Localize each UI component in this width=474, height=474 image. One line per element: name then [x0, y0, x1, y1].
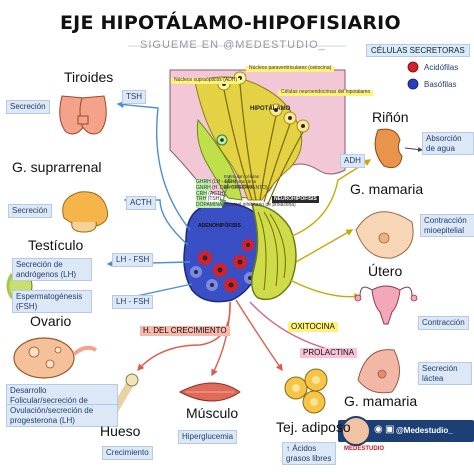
kidney-effect-arrow: [404, 147, 423, 153]
page-title: EJE HIPOTÁLAMO-HIPOFISIARIO: [60, 12, 401, 34]
mammary-2-name: G. mamaria: [344, 393, 418, 409]
mammary-1-effect: Contracción mioepitelial: [420, 214, 474, 238]
facebook-icon: ▣: [385, 424, 395, 435]
thyroid-effect: Secreción: [6, 100, 50, 114]
mammary-1-name: G. mamaria: [350, 181, 424, 197]
adrenal-illustration: [62, 191, 109, 233]
kidney-effect: Absorción de agua: [422, 132, 474, 156]
releasing-hormone-code: DOPAMINA: [196, 202, 223, 208]
ovary-effect-2: Ovulación/secreción de progesterona (LH): [6, 404, 118, 428]
avatar: [341, 416, 371, 446]
releasing-hormone-list: GHRH (LH - FSH) GNRH (H. DEL CRECIMIENTO…: [196, 179, 296, 209]
releasing-hormone-arrow: [220, 174, 231, 207]
uterus-name: Útero: [368, 263, 403, 279]
adrenal-effect: Secreción: [8, 204, 52, 218]
uterus-illustration: [354, 285, 418, 325]
adipose-illustration: [284, 368, 328, 414]
kidney-illustration: [374, 128, 403, 169]
posterior-hormone-arrows: [289, 159, 372, 301]
legend-basophil: Basófilas: [424, 80, 457, 89]
releasing-hormone-code: GNRH: [196, 184, 211, 191]
muscle-effect: Hiperglucemia: [178, 430, 238, 444]
footer-bar: [338, 420, 474, 442]
releasing-hormone-row: TRH (TSH): [196, 196, 296, 203]
mammary-2-effect: Secreción láctea: [418, 362, 472, 386]
tsh-label: TSH: [122, 90, 146, 104]
muscle-illustration: [178, 382, 241, 402]
oxytocin-label: OXITOCINA: [288, 322, 338, 332]
releasing-hormone-code: GHRH: [196, 179, 211, 185]
growth-hormone-arrows: [137, 299, 283, 377]
camera-icon: ◉: [374, 424, 383, 435]
thyroid-name: Tiroides: [64, 69, 114, 85]
neurohypophysis-label: NEUROHIPÓFISIS: [272, 196, 319, 203]
adipose-effect: ↑ Ácidos grasos libres: [282, 442, 336, 466]
mammary-2-illustration: [357, 349, 400, 394]
adrenal-name: G. suprarrenal: [12, 159, 102, 175]
mammary-1-illustration: [355, 211, 414, 259]
adenohypophysis-label: ADENOHIPÓFISIS: [198, 223, 241, 229]
bone-name: Hueso: [100, 423, 141, 439]
footer-handle[interactable]: @Medestudio_: [396, 426, 453, 435]
acidophil-legend-dot: [407, 61, 419, 73]
releasing-hormone-text: (Control inhibitorio de prolactina): [223, 202, 296, 208]
releasing-hormone-row: DOPAMINA (Control inhibitorio de prolact…: [196, 202, 296, 209]
prolactin-label: PROLACTINA: [300, 348, 358, 358]
growth-hormone-label: H. DEL CRECIMIENTO: [140, 326, 230, 336]
neuroendocrine-label: Células neuroendocrinas del hipotálamo: [278, 89, 374, 96]
acth-label: ACTH: [126, 196, 156, 210]
uterus-effect: Contracción: [418, 316, 469, 330]
adipose-name: Tej. adiposo: [276, 419, 351, 435]
avatar-caption: MEDESTUDIO: [344, 446, 385, 452]
releasing-hormone-text: (H. DEL CRECIMIENTO): [212, 184, 268, 191]
paraventricular-label: Núcleos paraventriculares (oxitocina): [246, 65, 335, 72]
page-subtitle: SIGUEME EN @MEDESTUDIO_: [140, 39, 326, 51]
muscle-name: Músculo: [186, 405, 239, 421]
ovary-name: Ovario: [30, 313, 72, 329]
neurohypophysis-shape: [250, 203, 297, 301]
testicle-name: Testículo: [28, 237, 84, 253]
thyroid-illustration: [59, 95, 107, 135]
releasing-hormone-row: CRH (ACTH): [196, 190, 296, 198]
adenohypophysis-shape: [183, 202, 264, 303]
kidney-name: Riñón: [372, 109, 409, 125]
releasing-hormone-text: (ACTH): [208, 190, 226, 197]
lh-fsh-label-2: LH - FSH: [112, 295, 154, 309]
stimulate-cells-note: Estimulan células secretoras de la adeno…: [224, 174, 260, 190]
releasing-hormone-text: (LH - FSH): [212, 179, 237, 185]
axon-tracts: [223, 83, 304, 205]
hypothalamus-label: HIPOTÁLAMO: [250, 106, 291, 112]
releasing-hormone-row: GNRH (H. DEL CRECIMIENTO): [196, 184, 296, 192]
legend-heading: CÉLULAS SECRETORAS: [366, 44, 470, 57]
bone-effect: Crecimiento: [102, 446, 153, 460]
releasing-hormone-row: GHRH (LH - FSH): [196, 179, 296, 186]
testicle-effect-2: Espermatogénesis (FSH): [12, 290, 92, 314]
legend-acidophil: Acidófilas: [424, 63, 459, 72]
lh-fsh-label-1: LH - FSH: [112, 253, 154, 267]
releasing-hormone-text: (TSH): [207, 196, 222, 203]
testicle-effect-1: Secreción de andrógenos (LH): [12, 258, 92, 282]
supraoptic-label: Núcleos supraópticos (ADH): [171, 77, 241, 84]
releasing-hormone-code: CRH: [196, 190, 207, 197]
ovary-illustration: [13, 337, 98, 379]
releasing-hormone-code: TRH: [196, 196, 207, 203]
adh-label: ADH: [340, 154, 365, 168]
basophil-legend-dot: [407, 78, 419, 90]
